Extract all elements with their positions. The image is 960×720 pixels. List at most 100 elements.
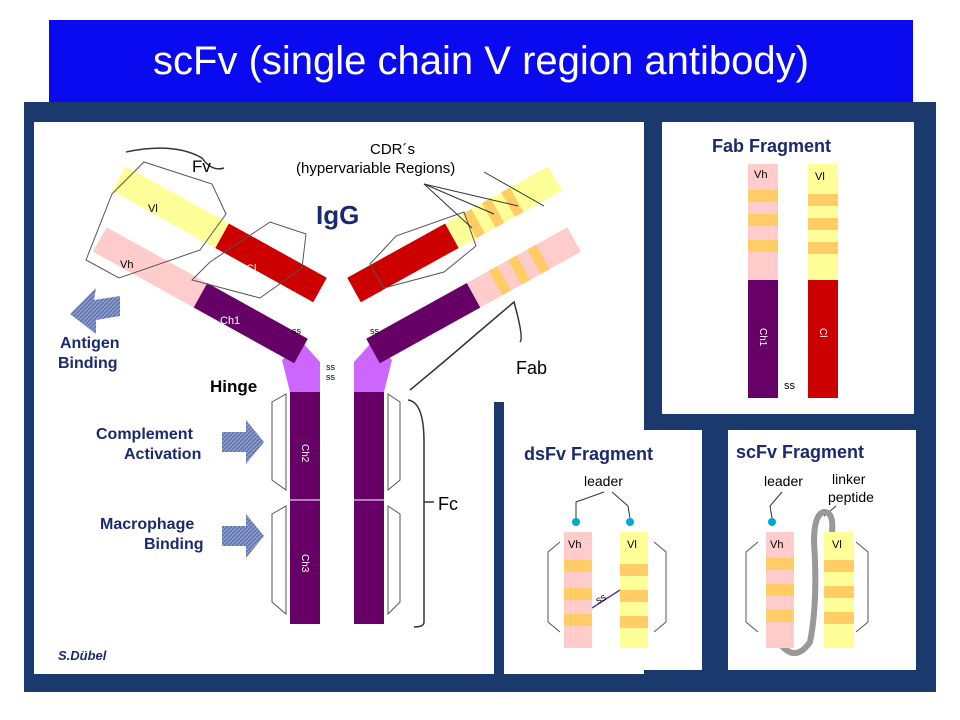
cdr-pointer [423, 183, 495, 215]
right-vh-cdr [507, 255, 531, 285]
fab-panel [662, 122, 914, 414]
fc-bracket [407, 399, 434, 628]
scfv-leader-line [769, 491, 783, 519]
dsfv-outline-right [653, 541, 667, 633]
fv-outline [85, 161, 227, 279]
fv-bracket [125, 147, 225, 170]
antigen-label-line1: Antigen [60, 335, 120, 352]
fc-left-chain [290, 392, 320, 624]
scfv-leader-label: leader [764, 473, 803, 489]
scfv-vh-cdr [766, 558, 794, 570]
dsfv-ss-label: ss [594, 592, 608, 607]
scfv-outline-left [745, 541, 759, 633]
fab-ch1 [748, 280, 778, 398]
fc-label: Fc [438, 494, 458, 514]
ch1-label: Ch1 [220, 315, 240, 327]
dsfv-vl-cdr [620, 616, 648, 628]
scfv-vl-cdr [824, 586, 854, 598]
complement-label-line2: Activation [124, 446, 201, 463]
fab-vl-label: Vl [815, 171, 825, 183]
right-ch1 [366, 283, 481, 364]
cl-label: Cl [246, 263, 256, 275]
fab-vl-cdr [808, 194, 838, 206]
cdr-pointer [483, 171, 545, 207]
author-label: S.Dübel [58, 648, 107, 663]
fab-vh-cdr [748, 240, 778, 252]
left-ch1 [193, 283, 308, 364]
fab-vl-cdr [808, 242, 838, 254]
antigen-label-line2: Binding [58, 355, 118, 372]
dsfv-disulfide-bond [591, 589, 621, 609]
dsfv-vh-cdr [564, 614, 592, 626]
fab-bracket [409, 300, 522, 391]
scfv-vh-cdr [766, 610, 794, 622]
right-vl-cdr [481, 198, 505, 228]
scfv-vh-cdr [766, 584, 794, 596]
scfv-outline-right [855, 541, 869, 633]
macrophage-arrow [222, 514, 264, 558]
right-vl-cdr [462, 208, 485, 239]
ch3-label: Ch3 [299, 554, 310, 573]
ss-mark-hinge-2: ss [326, 372, 336, 382]
dsfv-vh-label: Vh [568, 539, 581, 551]
fab-fragment: Fab Fragment Vh Vl Ch1 Cl ss [712, 136, 838, 398]
dsfv-leader-dot-left [572, 518, 580, 526]
macrophage-label-line2: Binding [144, 536, 204, 553]
scfv-fragment-title: scFv Fragment [736, 442, 864, 462]
scfv-panel [728, 430, 916, 670]
scfv-linker-label-line2: peptide [828, 489, 874, 505]
cdr-label-line2: (hypervariable Regions) [296, 160, 455, 177]
fc-bottom-outline-right [387, 505, 401, 616]
scfv-linker-peptide [779, 508, 836, 656]
right-cl [347, 223, 459, 303]
fc-bottom-outline [271, 505, 287, 616]
left-cl [215, 223, 327, 303]
fv-label: Fv [192, 157, 211, 176]
fab-vl-cdr [808, 218, 838, 230]
scfv-vl-cdr [824, 612, 854, 624]
igg-label: IgG [316, 200, 359, 230]
right-vh-cdr [488, 266, 511, 296]
cdr-label-line1: CDR´s [370, 141, 415, 158]
dsfv-vl-label: Vl [627, 539, 637, 551]
fab-fragment-title: Fab Fragment [712, 136, 831, 156]
ss-mark-right-arm: ss [370, 326, 380, 336]
fab-cl [808, 280, 838, 398]
left-vl [112, 166, 229, 248]
scfv-linker-label-line1: linker [832, 471, 866, 487]
dsfv-leader-line-left [575, 491, 605, 518]
macrophage-label-line1: Macrophage [100, 516, 194, 533]
dsfv-vl-cdr [620, 564, 648, 576]
antibody-diagram: ss ss ss ss Vl Vh Cl Ch1 Ch2 Ch3 IgG CDR… [24, 102, 936, 692]
dsfv-leader-line-right [611, 491, 631, 519]
ch1-outline [191, 221, 307, 299]
title-bar: scFv (single chain V region antibody) [49, 20, 913, 102]
igg-structure: ss ss ss ss Vl Vh Cl Ch1 Ch2 Ch3 IgG CDR… [58, 141, 581, 663]
vh-label: Vh [120, 259, 133, 271]
vl-label: Vl [148, 203, 158, 215]
scfv-fragment: scFv Fragment leader linker peptide Vh V… [736, 442, 874, 656]
page-title: scFv (single chain V region antibody) [153, 38, 809, 83]
dsfv-outline-left [547, 541, 561, 633]
fc-right-chain [354, 392, 384, 624]
igg-panel-lower-right [494, 402, 504, 674]
dsfv-fragment: dsFv Fragment leader Vh Vl ss [524, 444, 667, 648]
fc-top-outline [271, 393, 287, 491]
fab-vh-cdr [748, 214, 778, 226]
fab-vh-label: Vh [754, 169, 767, 181]
hinge-label: Hinge [210, 377, 257, 396]
scfv-leader-dot [768, 518, 776, 526]
ss-mark-hinge-1: ss [326, 362, 336, 372]
dsfv-leader-dot-right [626, 518, 634, 526]
dsfv-leader-label: leader [584, 473, 623, 489]
scfv-vh-label: Vh [770, 539, 783, 551]
dsfv-fragment-title: dsFv Fragment [524, 444, 653, 464]
fc-top-outline-right [387, 393, 401, 492]
antigen-arrow [70, 288, 120, 334]
complement-label-line1: Complement [96, 426, 194, 443]
cdr-pointer [423, 183, 473, 229]
right-vh [466, 227, 581, 308]
scfv-vl-cdr [824, 560, 854, 572]
right-vl-cdr [501, 187, 524, 217]
ch2-label: Ch2 [299, 444, 310, 463]
